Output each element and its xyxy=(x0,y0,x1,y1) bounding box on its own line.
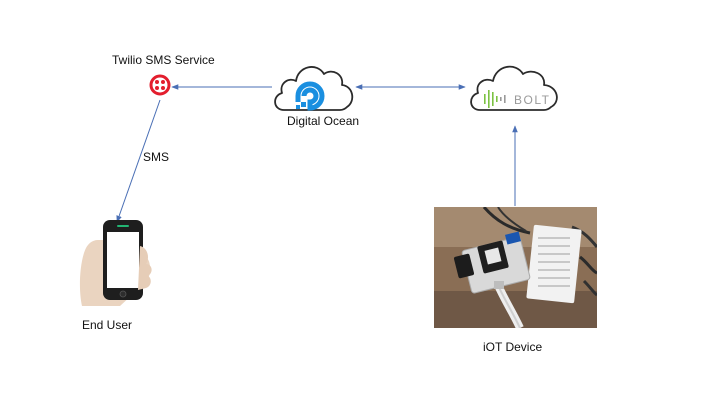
iot-device-label: iOT Device xyxy=(483,340,543,354)
end-user-label: End User xyxy=(82,318,133,332)
twilio-logo-icon xyxy=(149,74,171,96)
twilio-label: Twilio SMS Service xyxy=(112,53,215,67)
bolt-cloud-icon: BOLT xyxy=(470,65,558,111)
bolt-wordmark: BOLT xyxy=(514,93,550,107)
sms-edge-label: SMS xyxy=(143,150,170,164)
edge-twilio-to-enduser xyxy=(116,99,161,223)
digital-ocean-label: Digital Ocean xyxy=(287,114,360,128)
digitalocean-cloud-icon xyxy=(274,66,354,111)
smartphone-icon xyxy=(79,220,152,306)
iot-device-photo xyxy=(434,207,597,328)
